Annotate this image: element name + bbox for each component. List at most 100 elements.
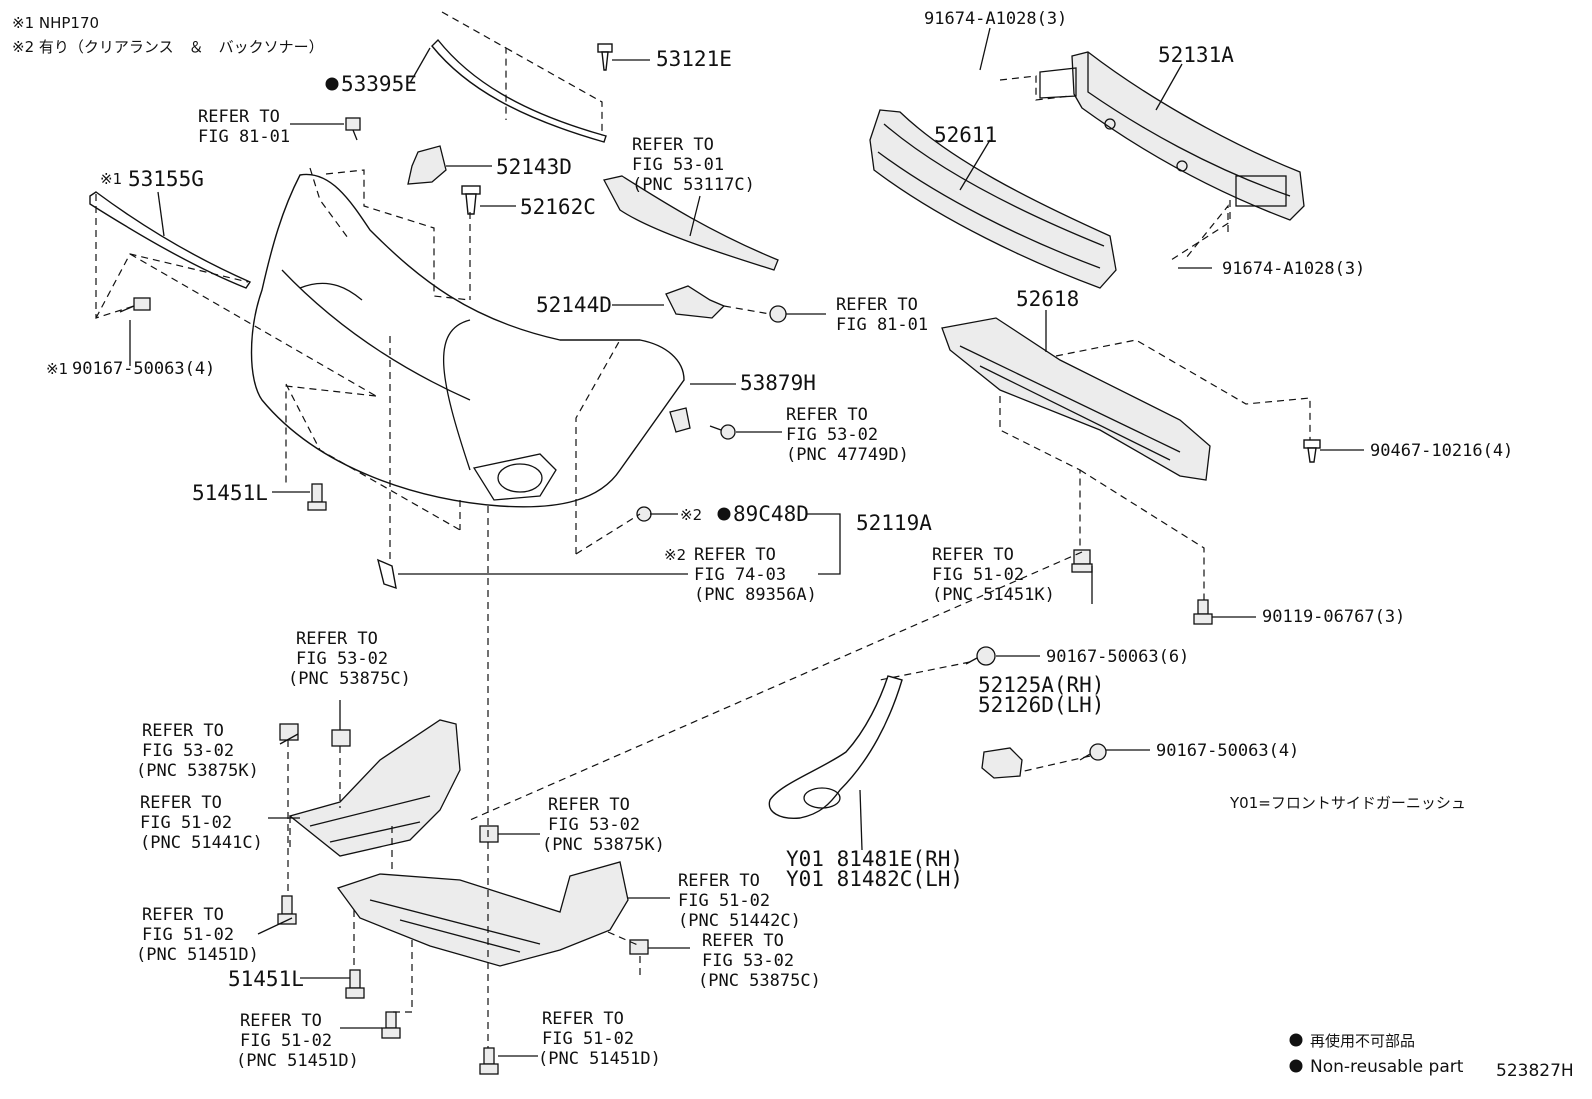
part-52162c-clip — [461, 185, 481, 215]
refer-51451d-a-l3: (PNC 51451D) — [136, 945, 259, 965]
part-52144d-bracket — [665, 285, 726, 319]
bolt-51451k — [1071, 549, 1093, 573]
bolt-51451l-top — [307, 483, 327, 511]
part-53121e-clip — [597, 43, 613, 71]
refer-53875c-a-l1: REFER TO — [296, 629, 378, 649]
label-52143d: 52143D — [496, 155, 572, 179]
label-90167-4-left: 90167-50063(4) — [72, 359, 215, 379]
part-89356a — [376, 558, 397, 590]
part-53155g-strip — [89, 191, 252, 289]
refer-89356a-l3: (PNC 89356A) — [694, 585, 817, 605]
part-side-garnish — [768, 675, 903, 819]
label-52144d: 52144D — [536, 293, 612, 317]
refer-53875k-a-l2: FIG 53-02 — [142, 741, 234, 761]
clip-90467 — [1303, 439, 1321, 463]
refer-51441c-l2: FIG 51-02 — [140, 813, 232, 833]
part-52131a-reinforcement — [1039, 51, 1305, 221]
label-52126d: 52126D(LH) — [978, 693, 1104, 717]
refer-81-01-b-l1: REFER TO — [836, 295, 918, 315]
label-52119a: 52119A — [856, 511, 932, 535]
clip-53875k-mid — [479, 825, 499, 843]
refer-47749d-l1: REFER TO — [786, 405, 868, 425]
label-51451l-bottom: 51451L — [228, 967, 304, 991]
refer-51451k-l3: (PNC 51451K) — [932, 585, 1055, 605]
note1-mark-53155g: ※1 — [100, 170, 122, 188]
clip-53875k-left — [279, 723, 299, 741]
screw-90167-left — [119, 297, 151, 313]
refer-53875c-a-l2: FIG 53-02 — [296, 649, 388, 669]
note1-mark-90167: ※1 — [46, 360, 68, 378]
assembly-dashed-lines — [95, 11, 1311, 1048]
label-90467: 90467-10216(4) — [1370, 441, 1513, 461]
clip-53875c-right — [629, 939, 649, 955]
note2-mark-89c48d: ※2 — [680, 506, 702, 524]
refer-51442c-l3: (PNC 51442C) — [678, 911, 801, 931]
part-52119a-bumper-cover — [250, 173, 685, 508]
label-53121e: 53121E — [656, 47, 732, 71]
part-52611-absorber — [869, 109, 1117, 289]
y01-note: Y01=フロントサイドガーニッシュ — [1229, 794, 1466, 812]
diagram-id: 523827H — [1496, 1061, 1574, 1081]
legend-jp: 再使用不可部品 — [1310, 1032, 1415, 1050]
note2-mark-89356a: ※2 — [664, 546, 686, 564]
refer-81-01-a-l2: FIG 81-01 — [198, 127, 290, 147]
bolt-51451d-c — [479, 1047, 499, 1075]
non-reusable-dot-53395e — [325, 77, 339, 91]
refer-51451k-l2: FIG 51-02 — [932, 565, 1024, 585]
refer-47749d-l2: FIG 53-02 — [786, 425, 878, 445]
label-53155g: 53155G — [128, 167, 204, 191]
legend-dot-2 — [1289, 1059, 1303, 1073]
refer-51451d-c-l2: FIG 51-02 — [542, 1029, 634, 1049]
bolt-51451d-a — [277, 895, 297, 925]
label-52618: 52618 — [1016, 287, 1079, 311]
label-90119: 90119-06767(3) — [1262, 607, 1405, 627]
refer-53875k-a-l1: REFER TO — [142, 721, 224, 741]
refer-51451d-b-l2: FIG 51-02 — [240, 1031, 332, 1051]
refer-51441c-l1: REFER TO — [140, 793, 222, 813]
refer-53875k-a-l3: (PNC 53875K) — [136, 761, 259, 781]
refer-53875k-b-l2: FIG 53-02 — [548, 815, 640, 835]
refer-51451d-b-l3: (PNC 51451D) — [236, 1051, 359, 1071]
refer-53875c-b-l2: FIG 53-02 — [702, 951, 794, 971]
bolt-51451l-bottom — [345, 969, 365, 999]
leader-lines — [129, 27, 1364, 1057]
refer-51451d-c-l3: (PNC 51451D) — [538, 1049, 661, 1069]
bolt-81-01-b — [769, 305, 787, 323]
label-89c48d: 89C48D — [733, 502, 809, 526]
label-52125a: 52125A(RH) — [978, 673, 1104, 697]
part-51442c-undercover — [336, 861, 629, 967]
refer-53-01-l2: FIG 53-01 — [632, 155, 724, 175]
refer-53-01-l1: REFER TO — [632, 135, 714, 155]
part-52618-under-cover — [941, 317, 1211, 481]
label-90167-6: 90167-50063(6) — [1046, 647, 1189, 667]
part-53395e-shape — [431, 38, 607, 143]
label-53395e: 53395E — [341, 72, 417, 96]
part-53879h-clip — [669, 407, 691, 433]
label-51451l-top: 51451L — [192, 481, 268, 505]
refer-89356a-l2: FIG 74-03 — [694, 565, 786, 585]
bolt-refer-81-01 — [345, 117, 361, 141]
refer-51441c-l3: (PNC 51441C) — [140, 833, 263, 853]
refer-51451d-a-l1: REFER TO — [142, 905, 224, 925]
part-51441c-undercover — [288, 719, 461, 857]
refer-51451d-c-l1: REFER TO — [542, 1009, 624, 1029]
refer-51451k-l1: REFER TO — [932, 545, 1014, 565]
screw-90167-6 — [965, 646, 996, 666]
screw-47749d — [709, 424, 736, 440]
label-52611: 52611 — [934, 123, 997, 147]
label-90167-4-right: 90167-50063(4) — [1156, 741, 1299, 761]
refer-53875c-b-l3: (PNC 53875C) — [698, 971, 821, 991]
refer-51451d-a-l2: FIG 51-02 — [142, 925, 234, 945]
refer-89356a-l1: REFER TO — [694, 545, 776, 565]
refer-47749d-l3: (PNC 47749D) — [786, 445, 909, 465]
label-y01-81481e: Y01 81481E(RH) — [786, 847, 963, 871]
part-retainer-53117c — [603, 175, 779, 271]
refer-51451d-b-l1: REFER TO — [240, 1011, 322, 1031]
label-91674-bottom: 91674-A1028(3) — [1222, 259, 1365, 279]
part-52143d-bracket — [407, 145, 447, 185]
label-y01-81482c: Y01 81482C(LH) — [786, 867, 963, 891]
label-53879h: 53879H — [740, 371, 816, 395]
refer-53875c-b-l1: REFER TO — [702, 931, 784, 951]
label-52162c: 52162C — [520, 195, 596, 219]
